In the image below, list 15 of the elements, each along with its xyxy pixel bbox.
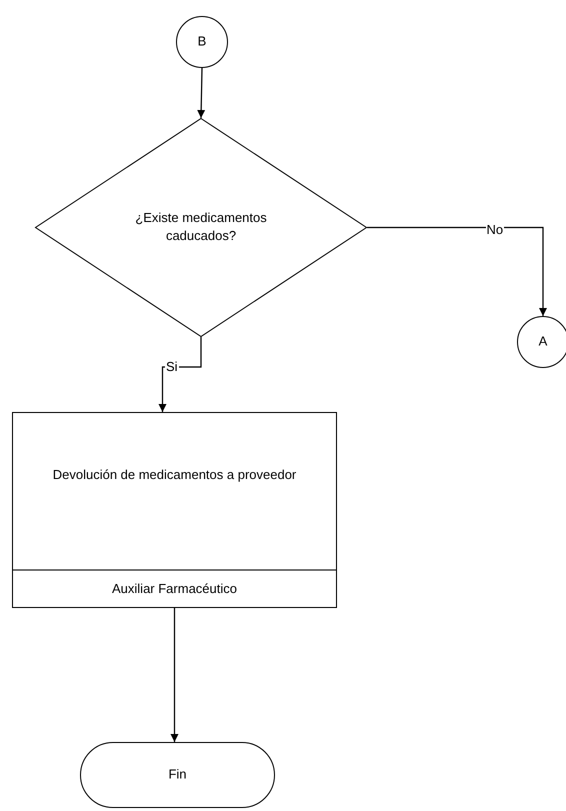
arrow (170, 608, 178, 742)
decision-text: ¿Existe medicamentos caducados? (134, 208, 268, 246)
node-text: A (538, 332, 548, 351)
process-box (12, 412, 337, 608)
arrow (158, 337, 202, 412)
decision-diamond (35, 118, 367, 337)
node-text: Fin (167, 766, 188, 784)
edge-label: No (486, 223, 504, 237)
role-text: Auxiliar Farmacéutico (111, 580, 238, 598)
arrow (197, 68, 206, 118)
connector-circle (176, 16, 228, 68)
node-text: B (196, 32, 208, 51)
arrow (367, 226, 547, 316)
process-text: Devolución de medicamentos a proveedor (52, 466, 298, 484)
edge-label: Si (165, 360, 179, 374)
